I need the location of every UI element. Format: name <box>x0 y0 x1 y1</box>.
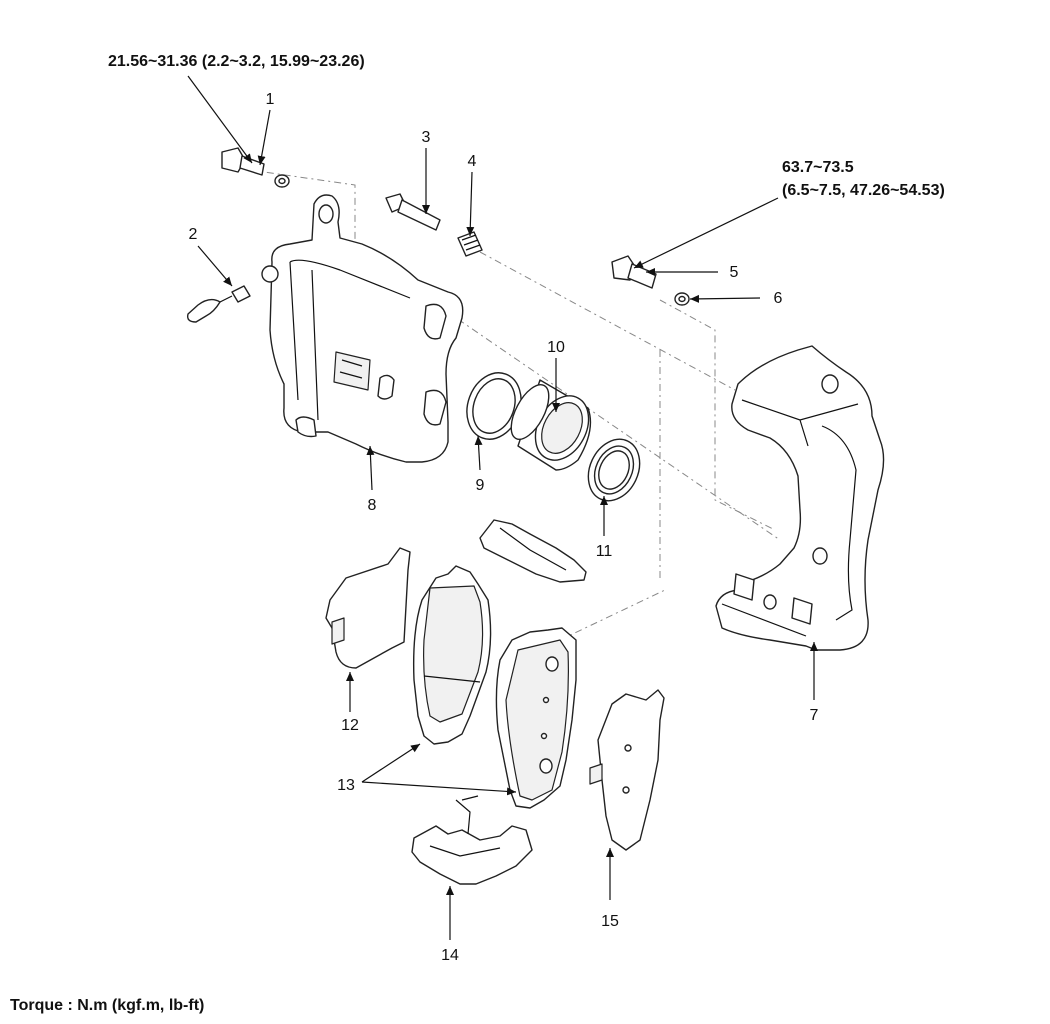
callout-12: 12 <box>341 717 359 734</box>
bolt-part-5 <box>611 255 657 289</box>
callout-2: 2 <box>189 226 198 243</box>
torque-spec-bolt-1: 21.56~31.36 (2.2~3.2, 15.99~23.26) <box>108 53 365 70</box>
callout-13: 13 <box>337 777 355 794</box>
callout-8: 8 <box>368 497 377 514</box>
brake-pad-inner-part-13 <box>412 565 492 745</box>
washer-part-6 <box>674 292 690 306</box>
torque-unit-footer: Torque : N.m (kgf.m, lb-ft) <box>10 997 204 1014</box>
callout-11: 11 <box>596 543 613 560</box>
callout-14: 14 <box>441 947 459 964</box>
piston-boot-part-11 <box>587 438 641 502</box>
pad-retainer-part-14 <box>411 795 533 885</box>
torque-spec-bolt-5-line2: (6.5~7.5, 47.26~54.53) <box>782 182 945 199</box>
callout-7: 7 <box>810 707 819 724</box>
callout-3: 3 <box>422 129 431 146</box>
callout-9: 9 <box>476 477 485 494</box>
guide-pin-part-3 <box>385 193 441 231</box>
torque-spec-bolt-5-line1: 63.7~73.5 <box>782 159 854 176</box>
callout-10: 10 <box>547 339 565 356</box>
bleeder-screw-part-2 <box>186 285 251 323</box>
brake-pad-outer-part-13 <box>495 627 577 809</box>
caliper-housing-part-8 <box>261 194 464 463</box>
pad-shim-part-15 <box>589 689 665 851</box>
callout-6: 6 <box>774 290 783 307</box>
pad-shim-part-12 <box>325 547 411 669</box>
callout-leaders <box>187 75 818 940</box>
callout-1: 1 <box>266 91 275 108</box>
pad-retainer-part-upper <box>479 519 587 583</box>
callout-15: 15 <box>601 913 619 930</box>
caliper-bracket-part-7 <box>715 345 885 651</box>
bolt-part-1 <box>221 147 290 188</box>
callout-5: 5 <box>730 264 739 281</box>
callout-numbers: 1 2 3 4 5 6 7 8 9 10 11 12 13 14 15 <box>189 91 819 964</box>
callout-4: 4 <box>468 153 477 170</box>
piston-part-10 <box>510 379 592 471</box>
